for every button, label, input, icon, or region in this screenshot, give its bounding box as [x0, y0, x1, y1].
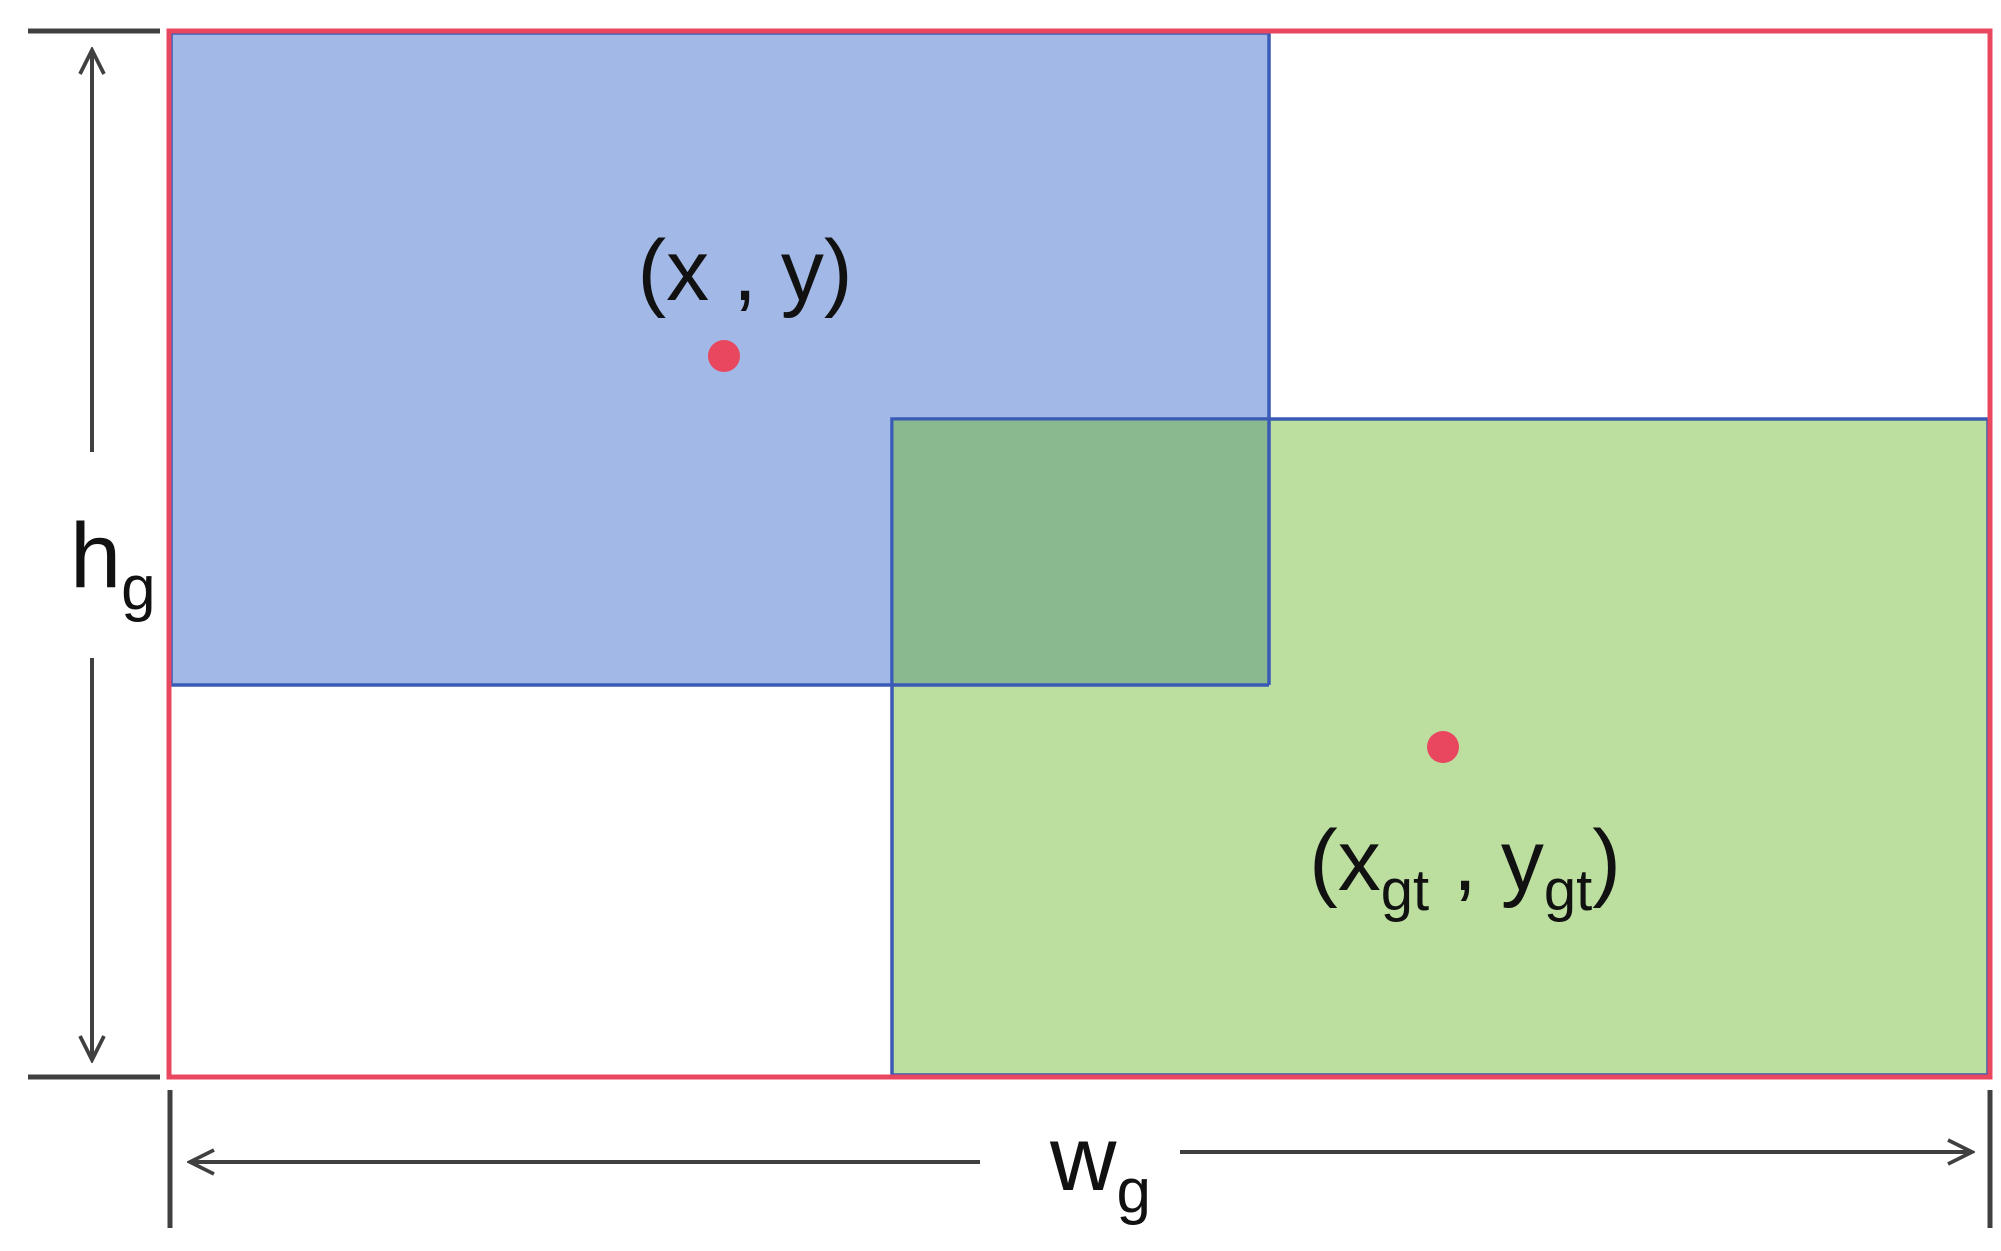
gt-label-x-sub: gt [1381, 858, 1429, 923]
enclosing-box [166, 28, 1993, 1080]
gt-label-open: (x [1309, 813, 1381, 909]
overlap-region [893, 420, 1268, 684]
pred-label-y: y [781, 223, 824, 319]
gt-label-close: ) [1592, 813, 1621, 909]
pred-label-open: (x [638, 223, 710, 319]
gt-label-y: y [1501, 813, 1544, 909]
width-label: wg [1049, 1108, 1151, 1226]
width-label-base: w [1049, 1108, 1117, 1210]
ground-truth-center-point [1427, 731, 1459, 763]
pred-label-close: ) [824, 223, 853, 319]
predicted-center-point [708, 340, 740, 372]
gt-label-y-sub: gt [1544, 858, 1592, 923]
height-label: hg [70, 505, 156, 623]
width-label-sub: g [1116, 1157, 1150, 1226]
height-label-base: h [70, 505, 121, 607]
pred-label-sep: , [709, 223, 781, 319]
predicted-point-label: (x , y) [638, 223, 853, 319]
ground-truth-point-label: (xgt , ygt) [1309, 813, 1621, 923]
height-label-sub: g [121, 554, 155, 623]
gt-label-sep: , [1429, 813, 1501, 909]
